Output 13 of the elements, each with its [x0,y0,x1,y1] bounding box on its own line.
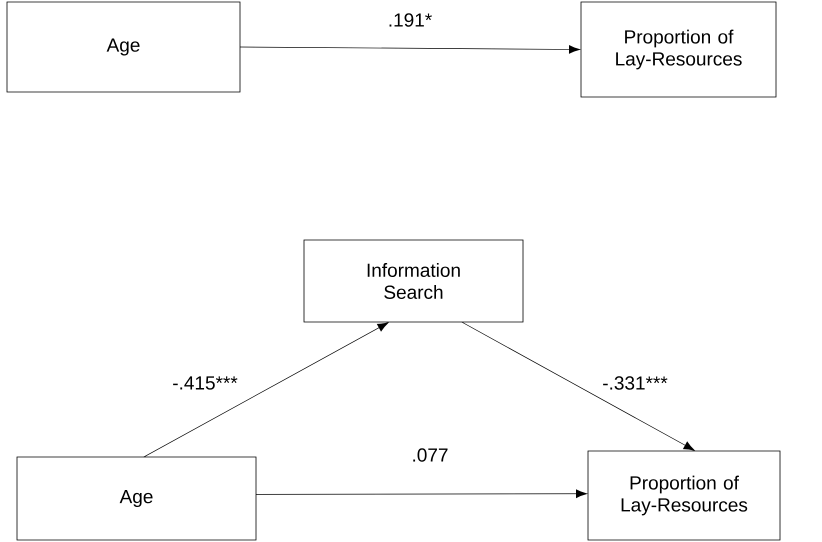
box: Information Search [304,240,524,322]
arrow [256,490,587,498]
edge-label: -.415*** [171,375,239,391]
edge-label: .191* [386,12,434,28]
arrow [143,322,388,458]
box: Proportion of Lay-Resources [580,2,776,98]
box: Age [16,456,256,540]
edge-label: -.331*** [601,375,669,391]
box: Proportion of Lay-Resources [588,450,780,540]
box: Age [6,2,240,92]
arrow [461,322,695,451]
edge-label: .077 [410,447,450,463]
arrow [240,45,580,54]
